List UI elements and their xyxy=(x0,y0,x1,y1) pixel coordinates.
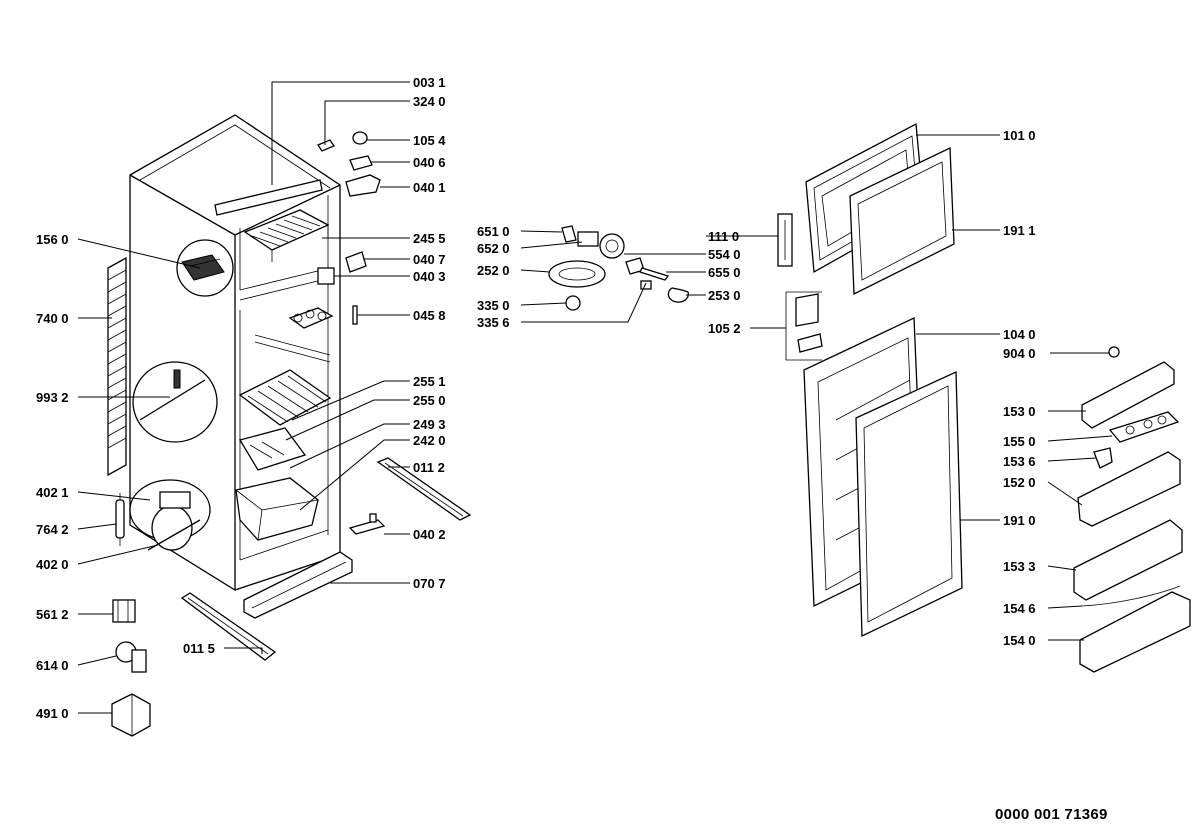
label-904-0: 904 0 xyxy=(1003,346,1036,361)
drier-filter xyxy=(115,493,125,546)
label-245-5: 245 5 xyxy=(413,231,446,246)
label-402-0: 402 0 xyxy=(36,557,69,572)
label-040-1: 040 1 xyxy=(413,180,446,195)
label-655-0: 655 0 xyxy=(708,265,741,280)
label-740-0: 740 0 xyxy=(36,311,69,326)
light-detail xyxy=(132,361,218,443)
control-parts xyxy=(548,225,690,311)
label-614-0: 614 0 xyxy=(36,658,69,673)
label-040-7: 040 7 xyxy=(413,252,446,267)
label-154-6: 154 6 xyxy=(1003,601,1036,616)
part-labels: 003 1 324 0 105 4 040 6 040 1 245 5 040 … xyxy=(36,75,1036,721)
label-153-6: 153 6 xyxy=(1003,454,1036,469)
label-993-2: 993 2 xyxy=(36,390,69,405)
rail-right xyxy=(376,457,472,521)
label-491-0: 491 0 xyxy=(36,706,69,721)
door-handle xyxy=(777,213,793,267)
label-011-5: 011 5 xyxy=(183,641,215,656)
door-accessories xyxy=(1073,346,1191,673)
label-561-2: 561 2 xyxy=(36,607,69,622)
label-070-7: 070 7 xyxy=(413,576,446,591)
rail-left xyxy=(180,592,277,661)
label-040-3: 040 3 xyxy=(413,269,446,284)
label-652-0: 652 0 xyxy=(477,241,510,256)
kickplate xyxy=(243,551,353,619)
label-651-0: 651 0 xyxy=(477,224,510,239)
label-154-0: 154 0 xyxy=(1003,633,1036,648)
label-045-8: 045 8 xyxy=(413,308,446,323)
label-252-0: 252 0 xyxy=(477,263,510,278)
label-156-0: 156 0 xyxy=(36,232,69,247)
hinge-set xyxy=(785,291,823,361)
label-101-0: 101 0 xyxy=(1003,128,1036,143)
ice-tray-detail xyxy=(176,239,234,297)
crisper-drawer xyxy=(235,477,319,541)
label-111-0: 111 0 xyxy=(708,229,739,244)
label-191-1: 191 1 xyxy=(1003,223,1036,238)
cover-4910 xyxy=(111,693,151,737)
label-011-2: 011 2 xyxy=(413,460,445,475)
label-242-0: 242 0 xyxy=(413,433,446,448)
label-105-4: 105 4 xyxy=(413,133,446,148)
label-255-1: 255 1 xyxy=(413,374,446,389)
document-number: 0000 001 71369 xyxy=(995,806,1108,823)
fridge-door-gasket xyxy=(855,370,963,638)
label-402-1: 402 1 xyxy=(36,485,69,500)
relay-5612 xyxy=(112,599,136,623)
label-153-0: 153 0 xyxy=(1003,404,1036,419)
label-152-0: 152 0 xyxy=(1003,475,1036,490)
label-105-2: 105 2 xyxy=(708,321,741,336)
label-764-2: 764 2 xyxy=(36,522,69,537)
fridge-shelf-upper xyxy=(238,369,332,426)
label-040-6: 040 6 xyxy=(413,155,446,170)
label-153-3: 153 3 xyxy=(1003,559,1036,574)
compressor xyxy=(129,479,211,551)
condenser-coil xyxy=(107,256,127,477)
label-335-0: 335 0 xyxy=(477,298,510,313)
freezer-door-gasket xyxy=(849,146,955,296)
label-253-0: 253 0 xyxy=(708,288,741,303)
bracket-0402 xyxy=(348,513,386,535)
top-hardware xyxy=(317,131,381,325)
label-249-3: 249 3 xyxy=(413,417,446,432)
label-554-0: 554 0 xyxy=(708,247,741,262)
label-040-2: 040 2 xyxy=(413,527,446,542)
label-324-0: 324 0 xyxy=(413,94,446,109)
label-104-0: 104 0 xyxy=(1003,327,1036,342)
label-335-6: 335 6 xyxy=(477,315,510,330)
thermostat-housing xyxy=(254,307,334,363)
label-155-0: 155 0 xyxy=(1003,434,1036,449)
leader-lines xyxy=(77,81,1113,714)
overload-6140 xyxy=(115,641,147,673)
label-191-0: 191 0 xyxy=(1003,513,1036,528)
label-255-0: 255 0 xyxy=(413,393,446,408)
freezer-shelf xyxy=(243,209,330,262)
label-003-1: 003 1 xyxy=(413,75,446,90)
